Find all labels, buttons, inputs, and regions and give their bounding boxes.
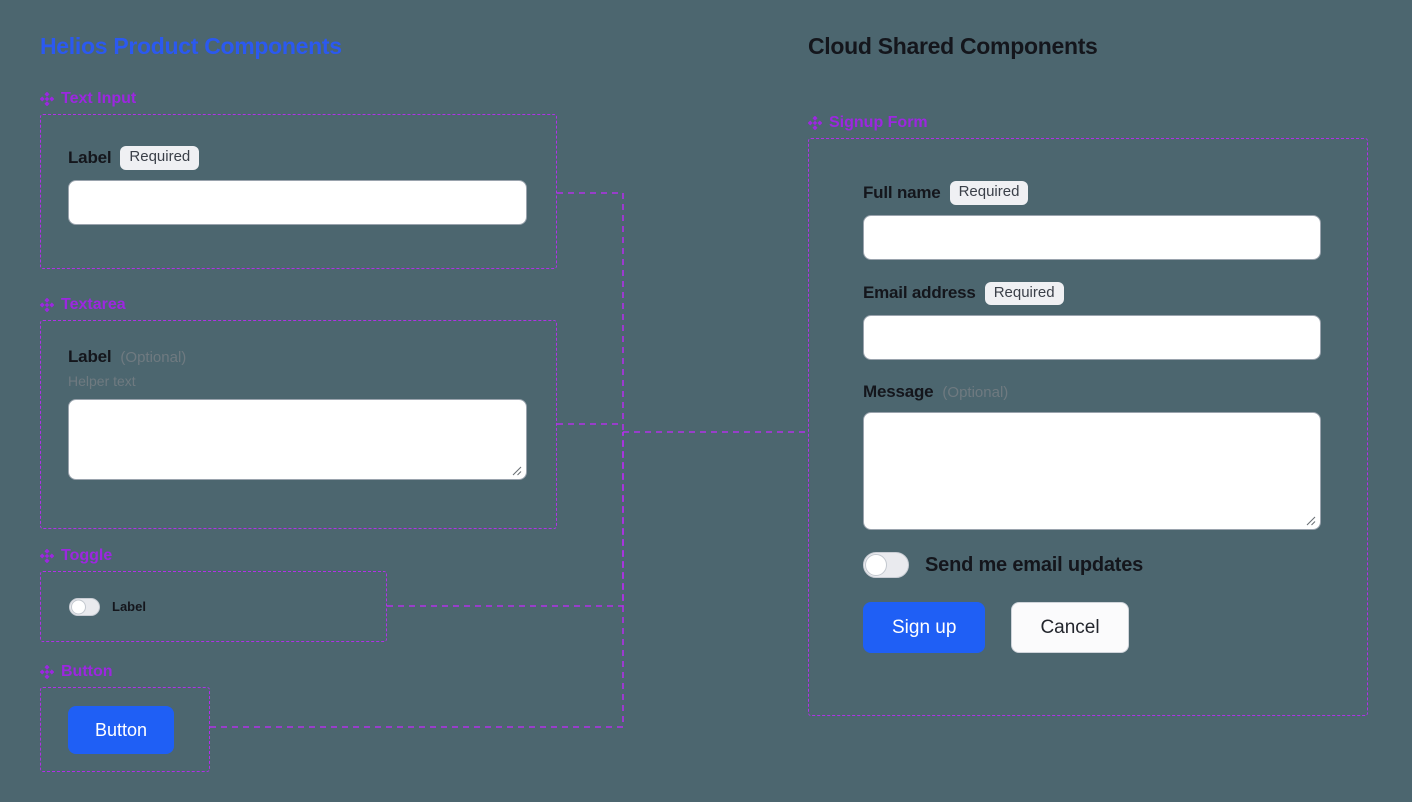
left-column-title: Helios Product Components — [40, 33, 342, 59]
textarea-field[interactable] — [68, 399, 527, 480]
section-label-text: Text Input — [61, 90, 137, 107]
field-label-row-full-name: Full name Required — [863, 181, 1321, 205]
component-box-text-input: Label Required — [40, 114, 557, 269]
component-box-toggle: Label — [40, 571, 387, 642]
section-label-button: Button — [40, 663, 113, 681]
field-label-row-email-address: Email address Required — [863, 281, 1321, 305]
email-address-input[interactable] — [863, 315, 1321, 360]
message-textarea[interactable] — [863, 412, 1321, 530]
sign-up-button[interactable]: Sign up — [863, 602, 986, 653]
section-label-text: Button — [61, 663, 113, 680]
section-label-toggle: Toggle — [40, 547, 112, 565]
badge-required: Required — [984, 281, 1064, 305]
toggle-knob — [71, 599, 86, 614]
right-column-title: Cloud Shared Components — [808, 33, 1098, 59]
textarea-wrapper — [68, 399, 527, 480]
section-label-text-input: Text Input — [40, 90, 136, 108]
field-label: Label — [68, 347, 112, 366]
toggle-row[interactable]: Label — [69, 597, 146, 616]
cancel-button[interactable]: Cancel — [1011, 602, 1129, 653]
section-label-textarea: Textarea — [40, 296, 126, 314]
badge-optional: (Optional) — [120, 348, 187, 366]
field-label: Message — [863, 382, 934, 401]
email-updates-toggle[interactable] — [863, 552, 909, 578]
toggle-knob — [865, 554, 887, 576]
field-label: Email address — [863, 283, 976, 303]
demo-button[interactable]: Button — [68, 705, 175, 754]
field-label-row-textarea: Label (Optional) — [68, 347, 527, 367]
message-textarea-wrapper — [863, 412, 1321, 530]
section-label-text: Toggle — [61, 547, 113, 564]
diamond-cluster-icon — [40, 665, 54, 679]
badge-required: Required — [120, 146, 200, 170]
field-label-row-message: Message (Optional) — [863, 382, 1321, 402]
helper-text: Helper text — [68, 373, 136, 389]
field-label-row-text-input: Label Required — [68, 146, 527, 170]
diamond-cluster-icon — [808, 116, 822, 130]
badge-required: Required — [949, 181, 1029, 205]
badge-optional: (Optional) — [942, 383, 1009, 401]
toggle-label: Label — [112, 599, 146, 614]
diamond-cluster-icon — [40, 549, 54, 563]
diamond-cluster-icon — [40, 92, 54, 106]
diamond-cluster-icon — [40, 298, 54, 312]
component-box-signup-form: Full name Required Email address Require… — [808, 138, 1368, 716]
email-updates-toggle-row[interactable]: Send me email updates — [863, 552, 1321, 578]
connector-text-input — [557, 192, 624, 432]
full-name-input[interactable] — [863, 214, 1321, 260]
section-label-signup-form: Signup Form — [808, 114, 928, 132]
text-input-field[interactable] — [68, 179, 527, 225]
field-label: Full name — [863, 182, 941, 202]
form-actions: Sign up Cancel — [863, 602, 1321, 653]
component-box-textarea: Label (Optional) Helper text — [40, 320, 557, 529]
section-label-text: Textarea — [61, 296, 126, 313]
section-label-text: Signup Form — [829, 114, 928, 131]
field-label: Label — [68, 147, 112, 167]
toggle-switch[interactable] — [69, 597, 100, 616]
email-updates-label: Send me email updates — [925, 553, 1144, 576]
component-box-button: Button — [40, 687, 210, 772]
